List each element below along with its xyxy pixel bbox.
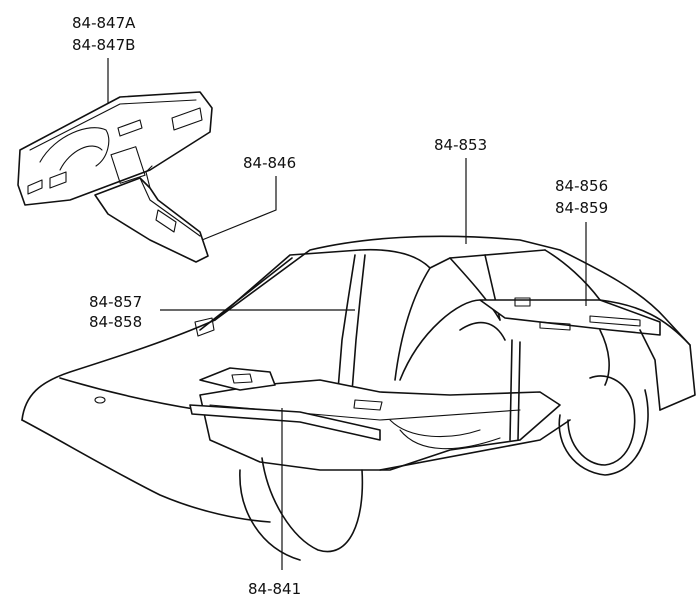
callout-84-858: 84-858 xyxy=(89,313,143,331)
leader-lines xyxy=(107,58,587,570)
callout-84-847b: 84-847B xyxy=(72,36,136,54)
callout-84-856: 84-856 xyxy=(555,177,609,195)
center-console xyxy=(94,165,209,263)
callout-84-853: 84-853 xyxy=(434,136,488,154)
dashboard-panel xyxy=(17,91,213,206)
callout-84-859: 84-859 xyxy=(555,199,609,217)
callout-84-847a: 84-847A xyxy=(72,14,136,32)
callout-84-841: 84-841 xyxy=(248,580,302,598)
callout-84-857: 84-857 xyxy=(89,293,143,311)
car-body xyxy=(21,235,696,561)
callout-84-846: 84-846 xyxy=(243,154,297,172)
leader-84-846 xyxy=(201,176,277,241)
